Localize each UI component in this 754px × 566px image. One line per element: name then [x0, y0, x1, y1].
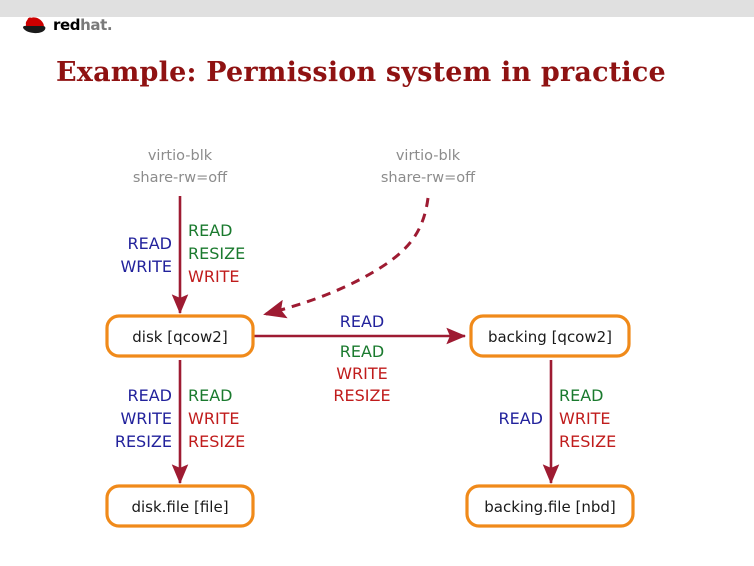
perm-label: WRITE [336, 364, 388, 383]
perm-left-bottom-shared: READ WRITE RESIZE [188, 386, 245, 451]
logo-word-red: red [53, 15, 81, 34]
perm-label: WRITE [188, 409, 240, 428]
source-left-line2: share-rw=off [133, 170, 228, 186]
perm-label: READ [128, 234, 173, 253]
perm-label: READ [340, 342, 385, 361]
perm-label: READ [188, 386, 233, 405]
perm-label: READ [340, 312, 385, 331]
perm-label: READ [128, 386, 173, 405]
edge-src-right-to-disk [263, 197, 430, 319]
perm-right-bottom-shared: READ WRITE RESIZE [559, 386, 616, 451]
node-backing-file-box[interactable] [465, 484, 635, 528]
logo-word-dot: . [106, 15, 113, 34]
node-disk-box[interactable] [105, 314, 255, 358]
perm-label: RESIZE [559, 432, 616, 451]
perm-label: WRITE [188, 267, 240, 286]
source-label-left: virtio-blk share-rw=off [133, 148, 228, 186]
node-disk-label: disk [qcow2] [132, 328, 227, 346]
source-right-line2: share-rw=off [381, 170, 476, 186]
perm-label: RESIZE [333, 386, 390, 405]
node-backing-label: backing [qcow2] [488, 328, 612, 346]
node-backing-file[interactable]: backing.file [nbd] [465, 484, 635, 528]
perm-mid-taken: READ [340, 312, 385, 331]
perm-mid-shared: READ WRITE RESIZE [333, 342, 390, 405]
source-left-line1: virtio-blk [148, 148, 213, 164]
source-right-line1: virtio-blk [396, 148, 461, 164]
perm-label: READ [499, 409, 544, 428]
logo-word-hat: hat [80, 15, 107, 34]
perm-label: READ [188, 221, 233, 240]
page-title: Example: Permission system in practice [56, 57, 666, 88]
node-disk-file-box[interactable] [105, 484, 255, 528]
node-backing-file-label: backing.file [nbd] [484, 498, 615, 516]
perm-label: RESIZE [188, 244, 245, 263]
perm-label: READ [559, 386, 604, 405]
perm-left-top-shared: READ RESIZE WRITE [188, 221, 245, 286]
node-disk-file-label: disk.file [file] [131, 498, 228, 516]
redhat-wordmark: redhat. [53, 15, 113, 34]
node-backing-box[interactable] [469, 314, 631, 358]
perm-left-top-taken: READ WRITE [120, 234, 172, 276]
perm-label: RESIZE [188, 432, 245, 451]
redhat-shadowman-icon [23, 17, 46, 34]
node-disk[interactable]: disk [qcow2] [105, 314, 255, 358]
perm-label: RESIZE [115, 432, 172, 451]
node-backing[interactable]: backing [qcow2] [469, 314, 631, 358]
perm-right-bottom-taken: READ [499, 409, 544, 428]
perm-label: WRITE [120, 409, 172, 428]
perm-label: WRITE [120, 257, 172, 276]
perm-label: WRITE [559, 409, 611, 428]
source-label-right: virtio-blk share-rw=off [381, 148, 476, 186]
redhat-logo: redhat. [20, 13, 113, 37]
header-bar [0, 0, 754, 17]
permission-diagram: virtio-blk share-rw=off virtio-blk share… [0, 120, 754, 550]
perm-left-bottom-taken: READ WRITE RESIZE [115, 386, 172, 451]
node-disk-file[interactable]: disk.file [file] [105, 484, 255, 528]
